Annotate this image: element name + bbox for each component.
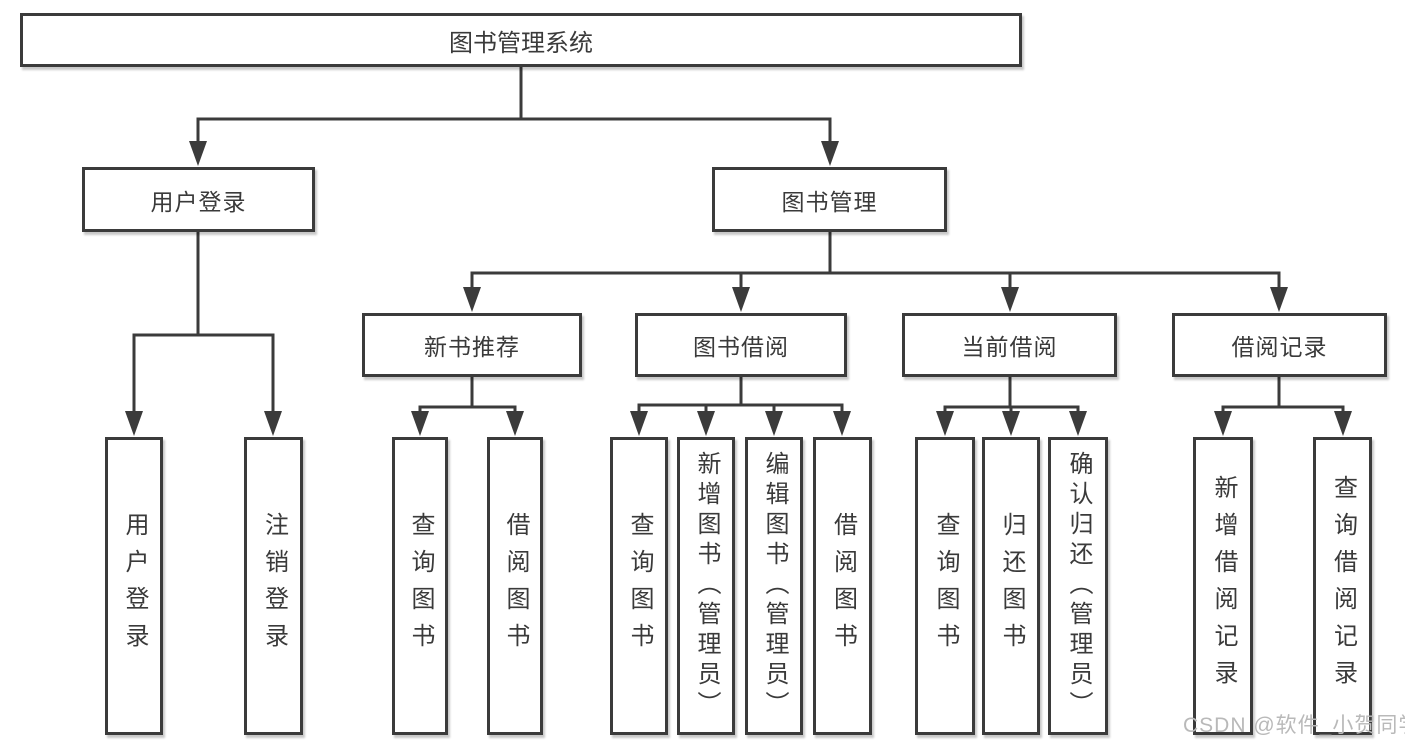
leaf-borrow-book-1: 借阅图书 [487,437,543,735]
connector-book-management [470,232,1281,291]
leaf-add-book-admin: 新增图书（管理员） [677,437,735,735]
node-book-management: 图书管理 [712,167,947,232]
leaf-label: 查询图书 [407,512,434,660]
leaf-return-book: 归还图书 [982,437,1040,735]
leaf-query-book-3: 查询图书 [915,437,975,735]
leaf-label: 归还图书 [998,512,1025,660]
leaf-label: 查询图书 [932,512,959,660]
arrow-icon [264,411,282,436]
node-new-book-recommend: 新书推荐 [362,313,582,377]
leaf-label: 确认归还（管理员） [1065,451,1092,721]
arrow-icon [697,411,715,436]
leaf-edit-book-admin: 编辑图书（管理员） [745,437,803,735]
leaf-label: 用户登录 [121,512,148,660]
leaf-query-book-1: 查询图书 [392,437,448,735]
arrow-icon [732,287,750,312]
leaf-label: 新增图书（管理员） [693,451,720,721]
arrow-icon [1001,287,1019,312]
node-user-login: 用户登录 [82,167,315,232]
connector-current-borrow [943,377,1080,415]
watermark: CSDN @软件_小贺同学 [1183,714,1405,737]
arrow-icon [630,411,648,436]
node-current-borrow: 当前借阅 [902,313,1117,377]
arrow-icon [189,141,207,166]
arrow-icon [936,411,954,436]
leaf-confirm-return-admin: 确认归还（管理员） [1048,437,1108,735]
leaf-query-borrow-record: 查询借阅记录 [1313,437,1372,735]
leaf-label: 新增借阅记录 [1210,475,1237,697]
leaf-label: 编辑图书（管理员） [761,451,788,721]
leaf-borrow-book-2: 借阅图书 [813,437,872,735]
node-borrow-record: 借阅记录 [1172,313,1387,377]
arrow-icon [821,141,839,166]
arrow-icon [1214,411,1232,436]
arrowheads [125,141,1352,436]
leaf-logout: 注销登录 [244,437,303,735]
arrow-icon [125,411,143,436]
connector-user-login [132,232,275,415]
leaf-label: 借阅图书 [829,512,857,660]
connector-book-borrow [637,377,844,415]
arrow-icon [1069,411,1087,436]
arrow-icon [411,411,429,436]
arrow-icon [463,287,481,312]
arrow-icon [506,411,524,436]
leaf-label: 注销登录 [260,512,288,660]
arrow-icon [1334,411,1352,436]
leaf-label: 借阅图书 [502,512,529,660]
arrow-icon [1002,411,1020,436]
leaf-label: 查询借阅记录 [1329,475,1357,697]
node-book-borrow: 图书借阅 [635,313,847,377]
arrow-icon [765,411,783,436]
node-library-management-system: 图书管理系统 [20,13,1022,67]
arrow-icon [1270,287,1288,312]
leaf-user-login: 用户登录 [105,437,163,735]
connector-borrow-record [1221,377,1345,415]
leaf-add-borrow-record: 新增借阅记录 [1193,437,1253,735]
arrow-icon [833,411,851,436]
leaf-label: 查询图书 [626,512,653,660]
connector-root [196,67,832,145]
leaf-query-book-2: 查询图书 [610,437,668,735]
connector-new-book [418,377,517,415]
